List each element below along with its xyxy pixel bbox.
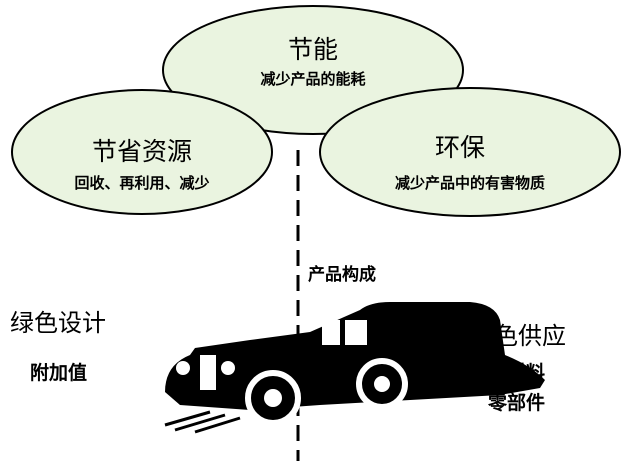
resource-saving-title: 节省资源 xyxy=(91,137,192,166)
energy-saving-title: 节能 xyxy=(287,35,338,64)
green-supply-title: 绿色供应 xyxy=(470,322,566,350)
energy-saving-subtitle: 减少产品的能耗 xyxy=(260,70,366,88)
environment-subtitle: 减少产品中的有害物质 xyxy=(394,174,545,192)
ellipse-resource-saving xyxy=(11,89,273,215)
ellipse-environment xyxy=(319,87,621,217)
green-design-item: 附加值 xyxy=(30,362,88,384)
environment-title: 环保 xyxy=(434,133,485,162)
green-supply-item: 原材料 xyxy=(488,362,546,384)
resource-saving-subtitle: 回收、再利用、减少 xyxy=(74,174,210,192)
product-composition-label: 产品构成 xyxy=(308,265,376,285)
green-design-title: 绿色设计 xyxy=(10,309,106,337)
green-supply-item: 零部件 xyxy=(488,392,546,414)
car-icon xyxy=(164,302,545,434)
